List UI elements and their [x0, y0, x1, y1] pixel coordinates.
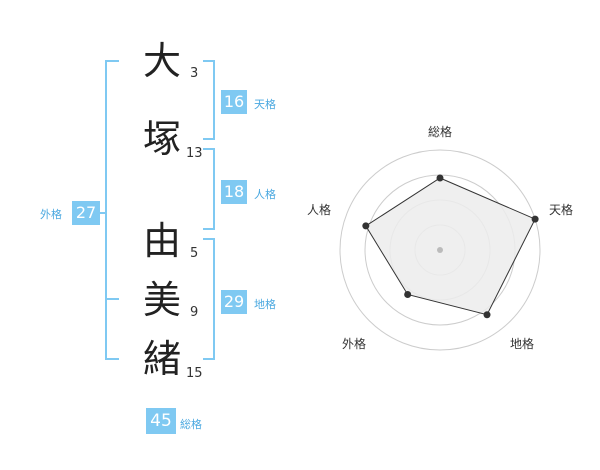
radar-point-2	[483, 311, 491, 319]
soukaku-value-box: 45	[146, 408, 176, 434]
outer-bracket-connector	[100, 212, 106, 214]
tenkaku-bracket-top	[203, 60, 215, 62]
radar-area	[365, 177, 536, 316]
jinkaku-label: 人格	[254, 188, 276, 201]
radar-point-3	[404, 290, 412, 298]
radar-label-gaikaku: 外格	[342, 337, 367, 351]
stroke-count-5: 15	[186, 366, 203, 381]
radar-label-tenkaku: 天格	[549, 203, 574, 217]
soukaku-label: 総格	[180, 418, 202, 431]
radar-ring	[339, 149, 541, 351]
jinkaku-bracket-bottom	[203, 228, 215, 230]
tenkaku-bracket-bottom	[203, 138, 215, 140]
radar-point-4	[362, 222, 370, 230]
radar-center-dot	[437, 247, 443, 253]
outer-bracket-mid	[105, 298, 119, 300]
jinkaku-bracket-line	[213, 148, 215, 230]
name-char-5: 緒	[143, 337, 182, 381]
chikaku-bracket-line	[213, 238, 215, 360]
stroke-count-3: 5	[190, 246, 199, 261]
tenkaku-value-box: 16	[221, 90, 247, 114]
outer-bracket-bottom	[105, 358, 119, 360]
tenkaku-label: 天格	[254, 98, 276, 111]
name-char-1: 大	[143, 39, 182, 83]
chikaku-value-box: 29	[221, 290, 247, 314]
jinkaku-value-box: 18	[221, 180, 247, 204]
outer-bracket-top	[105, 60, 119, 62]
jinkaku-bracket-top	[203, 148, 215, 150]
chikaku-bracket-top	[203, 238, 215, 240]
name-char-2: 塚	[143, 117, 182, 161]
name-char-4: 美	[143, 278, 182, 322]
chikaku-bracket-bottom	[203, 358, 215, 360]
outer-bracket-line	[105, 60, 107, 360]
stroke-count-2: 13	[186, 146, 203, 161]
radar-label-jinkaku: 人格	[307, 203, 332, 217]
radar-label-chikaku: 地格	[510, 337, 535, 351]
stroke-count-4: 9	[190, 305, 199, 320]
radar-chart	[339, 149, 541, 351]
chikaku-label: 地格	[254, 298, 276, 311]
gaikaku-label: 外格	[40, 208, 62, 221]
radar-point-0	[436, 174, 444, 182]
tenkaku-bracket-line	[213, 60, 215, 140]
radar-points	[362, 174, 539, 319]
name-char-3: 由	[143, 219, 182, 263]
radar-point-1	[531, 215, 539, 223]
gaikaku-value-box: 27	[72, 201, 100, 225]
stroke-count-1: 3	[190, 66, 199, 81]
radar-label-soukaku: 総格	[428, 125, 453, 139]
